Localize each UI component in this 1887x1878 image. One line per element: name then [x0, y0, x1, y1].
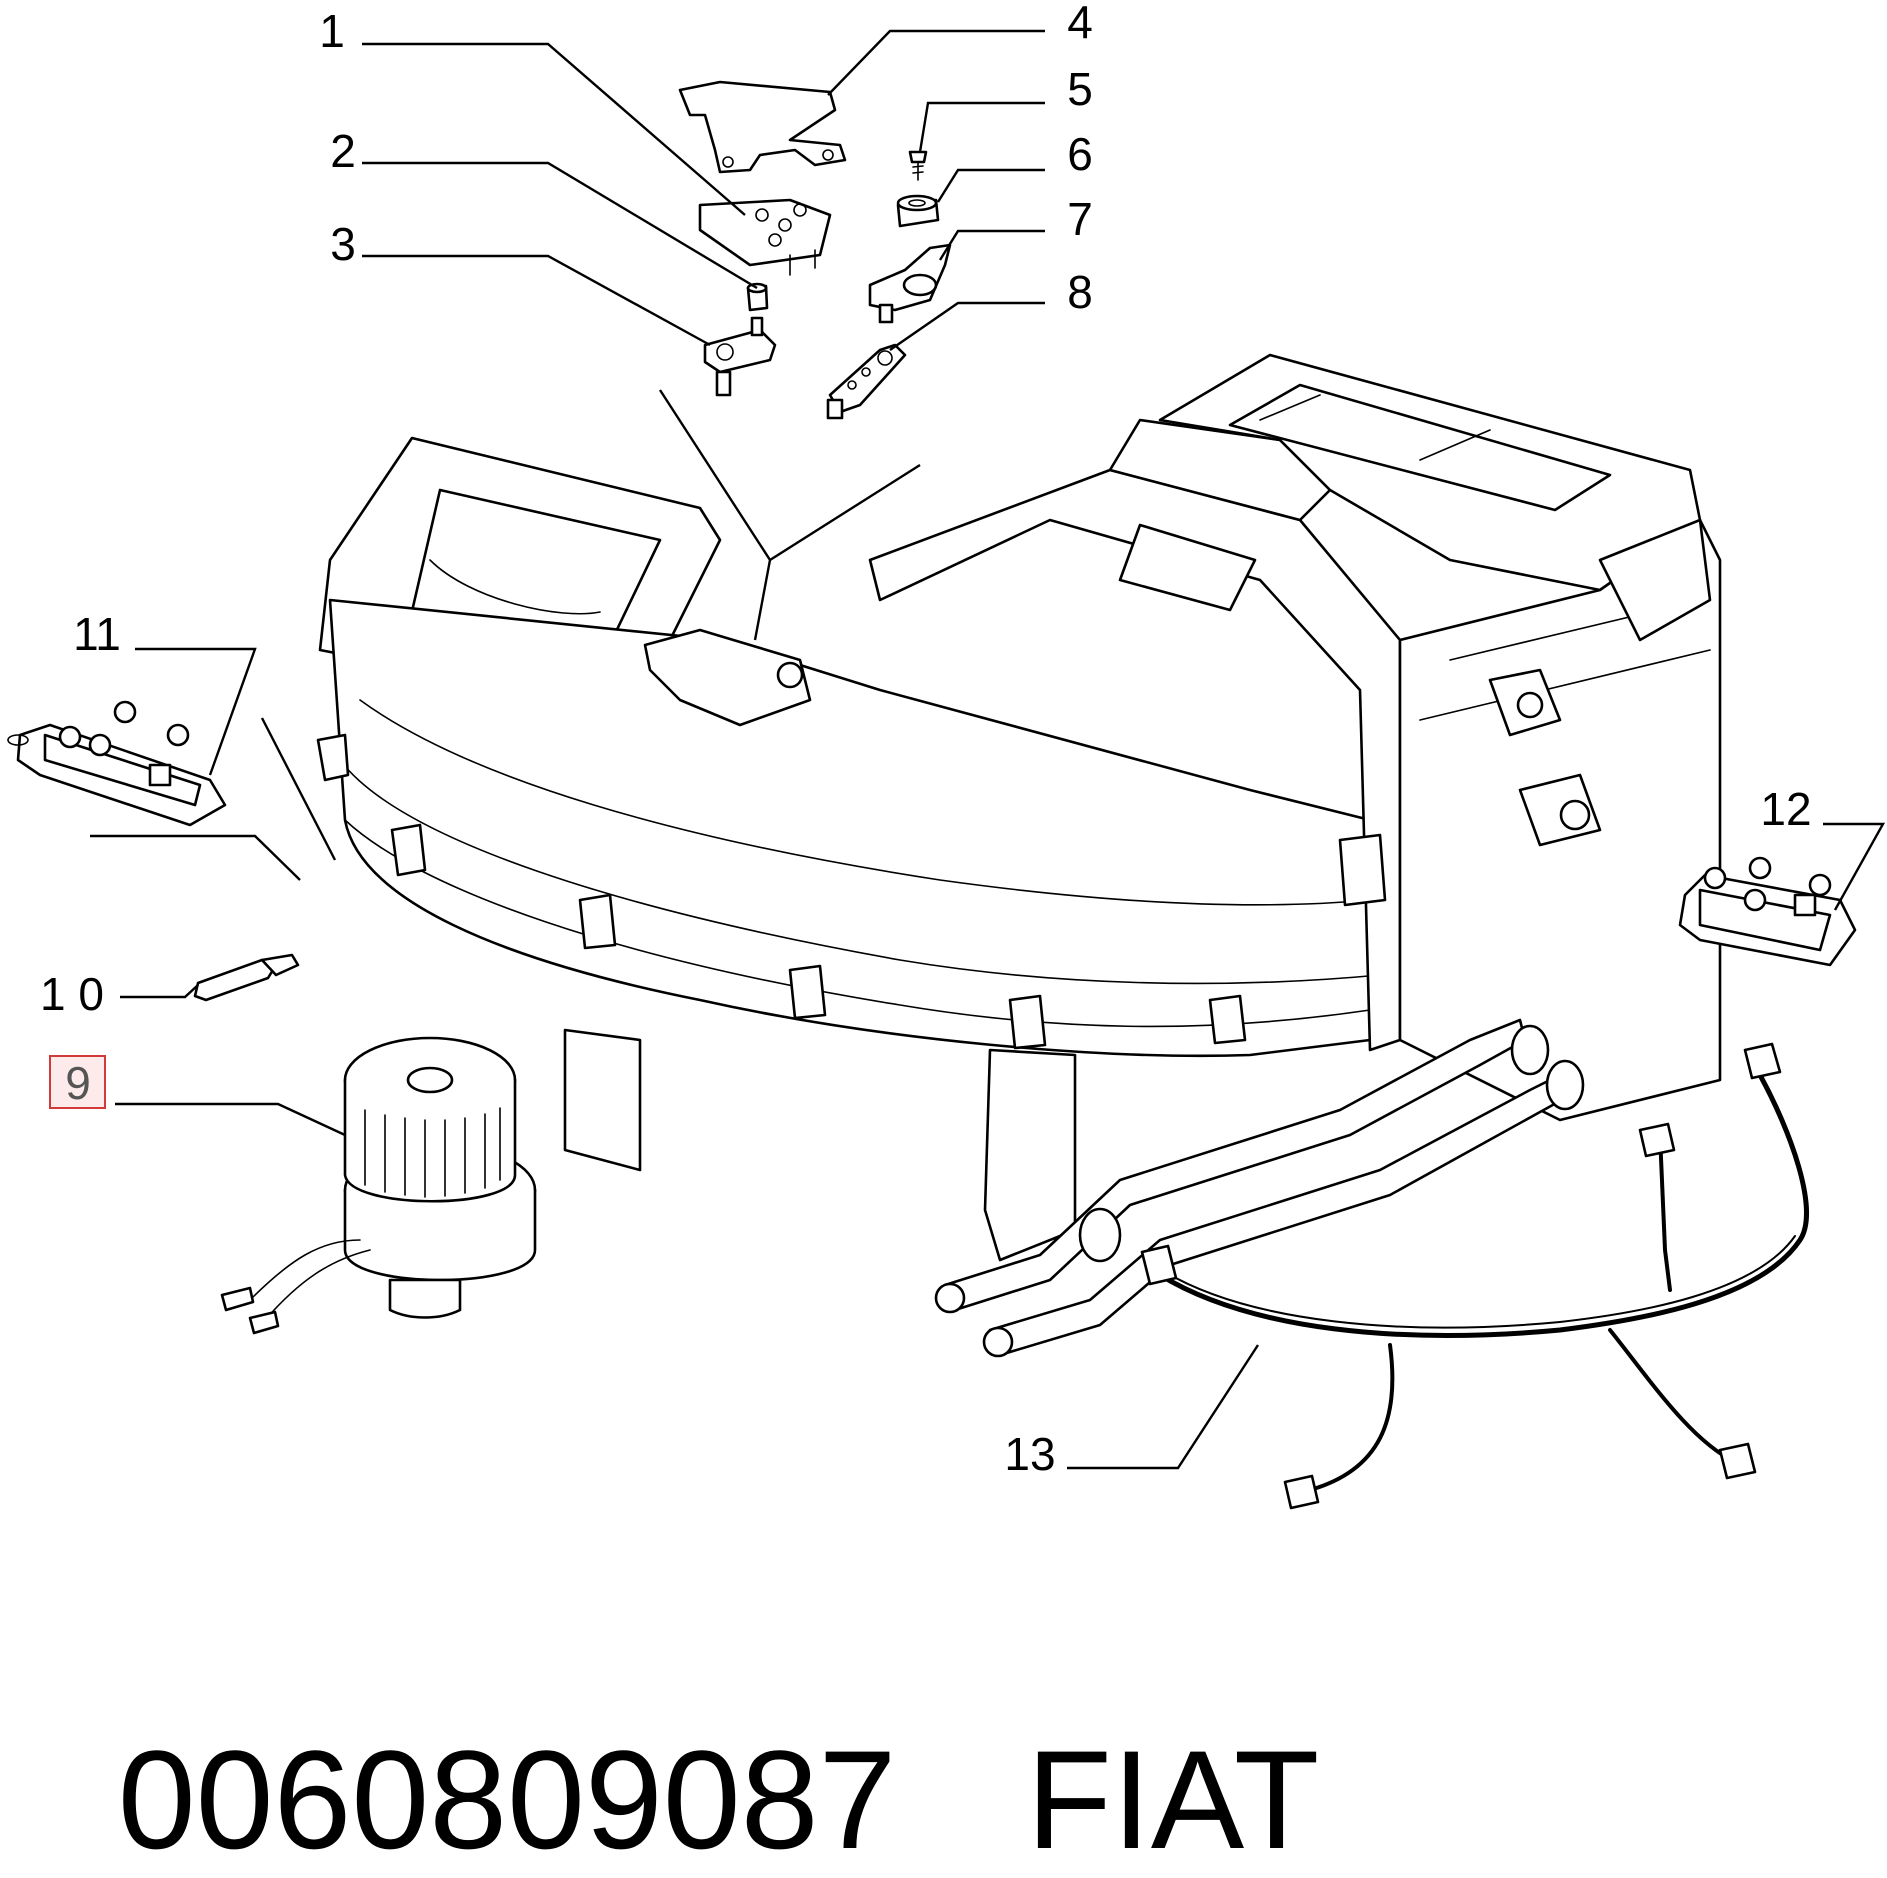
part-5-screw — [908, 150, 928, 181]
callout-12: 12 — [1760, 783, 1811, 835]
callout-10: 1 0 — [40, 968, 104, 1020]
callout-8: 8 — [1067, 266, 1093, 318]
callout-9-highlight-box — [49, 1055, 106, 1109]
callout-4: 4 — [1067, 0, 1093, 48]
callout-11: 11 — [73, 608, 121, 660]
callout-labels: 1 2 3 4 5 6 7 8 9 1 0 11 12 13 — [40, 0, 1812, 1480]
part-8-link-arm — [826, 343, 907, 420]
callout-13: 13 — [1004, 1428, 1055, 1480]
brand-name: FIAT — [1026, 1721, 1320, 1878]
part-2-sleeve — [746, 282, 769, 312]
callout-1: 1 — [319, 5, 345, 57]
callout-3: 3 — [330, 218, 356, 270]
callout-7: 7 — [1067, 193, 1093, 245]
part-number: 0060809087 — [117, 1721, 897, 1878]
housing-clips — [316, 733, 1387, 1050]
part-9-blower-motor — [220, 1036, 537, 1335]
part-4-bracket — [678, 80, 847, 174]
part-7-crank-lever — [868, 243, 952, 324]
part-13-wiring-harness — [1140, 1042, 1809, 1510]
heater-pipes — [934, 1018, 1585, 1358]
callout-2: 2 — [330, 125, 356, 177]
part-10-clip-plate — [193, 953, 300, 1002]
exploded-parts-diagram: 1 2 3 4 5 6 7 8 9 1 0 11 12 13 — [7, 0, 1886, 1510]
footer: 0060809087 FIAT — [40, 1590, 1320, 1878]
callout-5: 5 — [1067, 63, 1093, 115]
heater-housing — [316, 353, 1722, 1262]
callout-9: 9 — [65, 1057, 91, 1109]
part-12-actuator — [1678, 856, 1857, 967]
callout-6: 6 — [1067, 128, 1093, 180]
part-3-lever — [703, 316, 777, 397]
part-1-control-plate — [698, 198, 832, 276]
leader-lines — [90, 29, 1886, 1470]
part-6-bushing — [896, 194, 940, 228]
part-11-actuator — [7, 700, 227, 827]
